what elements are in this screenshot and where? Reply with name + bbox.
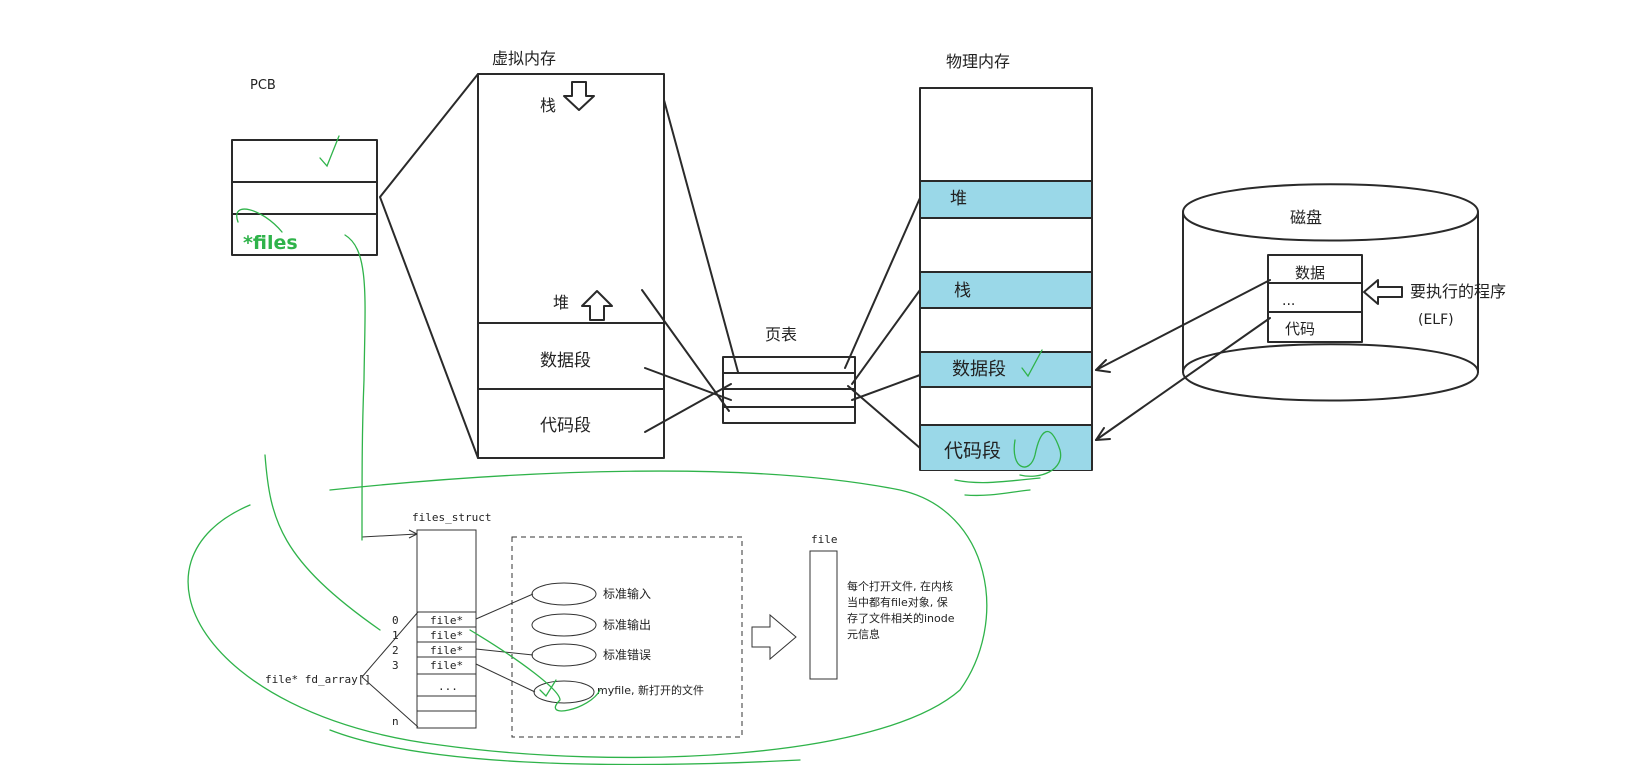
fd-entry: file* xyxy=(430,659,463,672)
virtual-memory: 虚拟内存 栈 堆 数据段 代码段 xyxy=(477,49,665,459)
file-note-line: 当中都有file对象, 保 xyxy=(847,595,948,609)
pcb-to-vm-line xyxy=(379,73,479,459)
check-mark-icon xyxy=(1021,349,1043,378)
file-note-line: 存了文件相关的inode xyxy=(847,611,955,625)
vm-data-label: 数据段 xyxy=(540,351,591,371)
fd-entry-ellipsis: ... xyxy=(438,680,458,693)
vm-stack-label: 栈 xyxy=(540,96,556,115)
open-file-label: 标准输入 xyxy=(603,586,651,601)
check-mark-icon xyxy=(319,135,340,168)
open-file-label: myfile, 新打开的文件 xyxy=(597,683,704,697)
pm-heap-fill xyxy=(921,181,1091,218)
file-note-line: 元信息 xyxy=(847,627,880,641)
fd-entry: file* xyxy=(430,629,463,642)
fd-entry: file* xyxy=(430,644,463,657)
file-object-title: file xyxy=(811,533,838,546)
vm-to-page-table-lines xyxy=(641,99,739,433)
fd-entry: file* xyxy=(430,614,463,627)
physical-memory-title: 物理内存 xyxy=(946,52,1010,71)
virtual-memory-box xyxy=(477,73,665,459)
file-ellipse xyxy=(531,582,597,606)
disk-program-sublabel: (ELF) xyxy=(1418,312,1454,328)
file-object: file 每个打开文件, 在内核 当中都有file对象, 保 存了文件相关的in… xyxy=(809,533,955,680)
pm-stack-label: 栈 xyxy=(954,281,971,301)
file-object-box xyxy=(809,550,838,680)
page-table: 页表 xyxy=(722,325,856,424)
disk-row-data: 数据 xyxy=(1295,264,1325,282)
pm-stack-fill xyxy=(921,272,1091,308)
fd-index: 3 xyxy=(392,659,399,672)
vm-heap-label: 堆 xyxy=(553,293,569,312)
pcb-to-files-struct-arrow xyxy=(344,234,366,541)
vm-code-label: 代码段 xyxy=(540,416,591,436)
files-struct-box xyxy=(416,529,477,729)
pm-heap-label: 堆 xyxy=(950,189,967,209)
disk-to-pm-arrows xyxy=(1095,279,1271,441)
disk-row-ellipsis: ... xyxy=(1282,293,1295,309)
pcb-block: PCB *files xyxy=(231,78,378,256)
pm-code-fill xyxy=(921,425,1091,470)
fd-index: 1 xyxy=(392,629,399,642)
pm-data-label: 数据段 xyxy=(952,359,1006,380)
open-file-label: 标准错误 xyxy=(603,648,651,662)
arrow-right-icon xyxy=(751,613,797,661)
arrow-left-icon xyxy=(1363,279,1403,305)
pm-data-fill xyxy=(921,352,1091,387)
file-ellipse xyxy=(531,613,597,637)
disk-program-box xyxy=(1267,254,1363,343)
open-files-panel: 标准输入 标准输出 标准错误 myfile, 新打开的文件 xyxy=(475,536,743,738)
open-files-box xyxy=(511,536,743,738)
files-struct-title: files_struct xyxy=(412,511,491,524)
virtual-memory-title: 虚拟内存 xyxy=(492,49,556,68)
page-table-title: 页表 xyxy=(765,325,797,344)
pcb-label: PCB xyxy=(250,78,276,93)
file-ellipse xyxy=(531,643,597,667)
disk-program-label: 要执行的程序 xyxy=(1410,282,1506,301)
disk: 磁盘 数据 ... 代码 要执行的程序 (ELF) xyxy=(1182,183,1506,402)
fd-index: 2 xyxy=(392,644,399,657)
fd-array-label: file* fd_array[] xyxy=(265,673,371,686)
file-ellipse xyxy=(533,680,595,704)
disk-title: 磁盘 xyxy=(1290,208,1322,227)
open-file-label: 标准输出 xyxy=(603,617,651,632)
arrow-up-icon xyxy=(581,290,613,321)
files-circle xyxy=(187,470,988,759)
physical-memory: 物理内存 堆 栈 数据段 代码段 xyxy=(919,52,1093,471)
green-annotations xyxy=(187,135,1062,765)
fd-index: 0 xyxy=(392,614,399,627)
arrow-down-icon xyxy=(563,81,595,111)
page-table-to-pm-lines xyxy=(844,197,921,449)
pcb-files-field: *files xyxy=(243,232,298,254)
disk-row-code: 代码 xyxy=(1285,320,1315,338)
files-struct: files_struct file* file* file* file* ...… xyxy=(265,511,491,729)
file-note-line: 每个打开文件, 在内核 xyxy=(847,579,953,593)
fd-index: n xyxy=(392,715,399,728)
pm-code-label: 代码段 xyxy=(944,440,1001,462)
pcb-box xyxy=(231,139,378,256)
fd-array-bracket xyxy=(361,611,419,728)
